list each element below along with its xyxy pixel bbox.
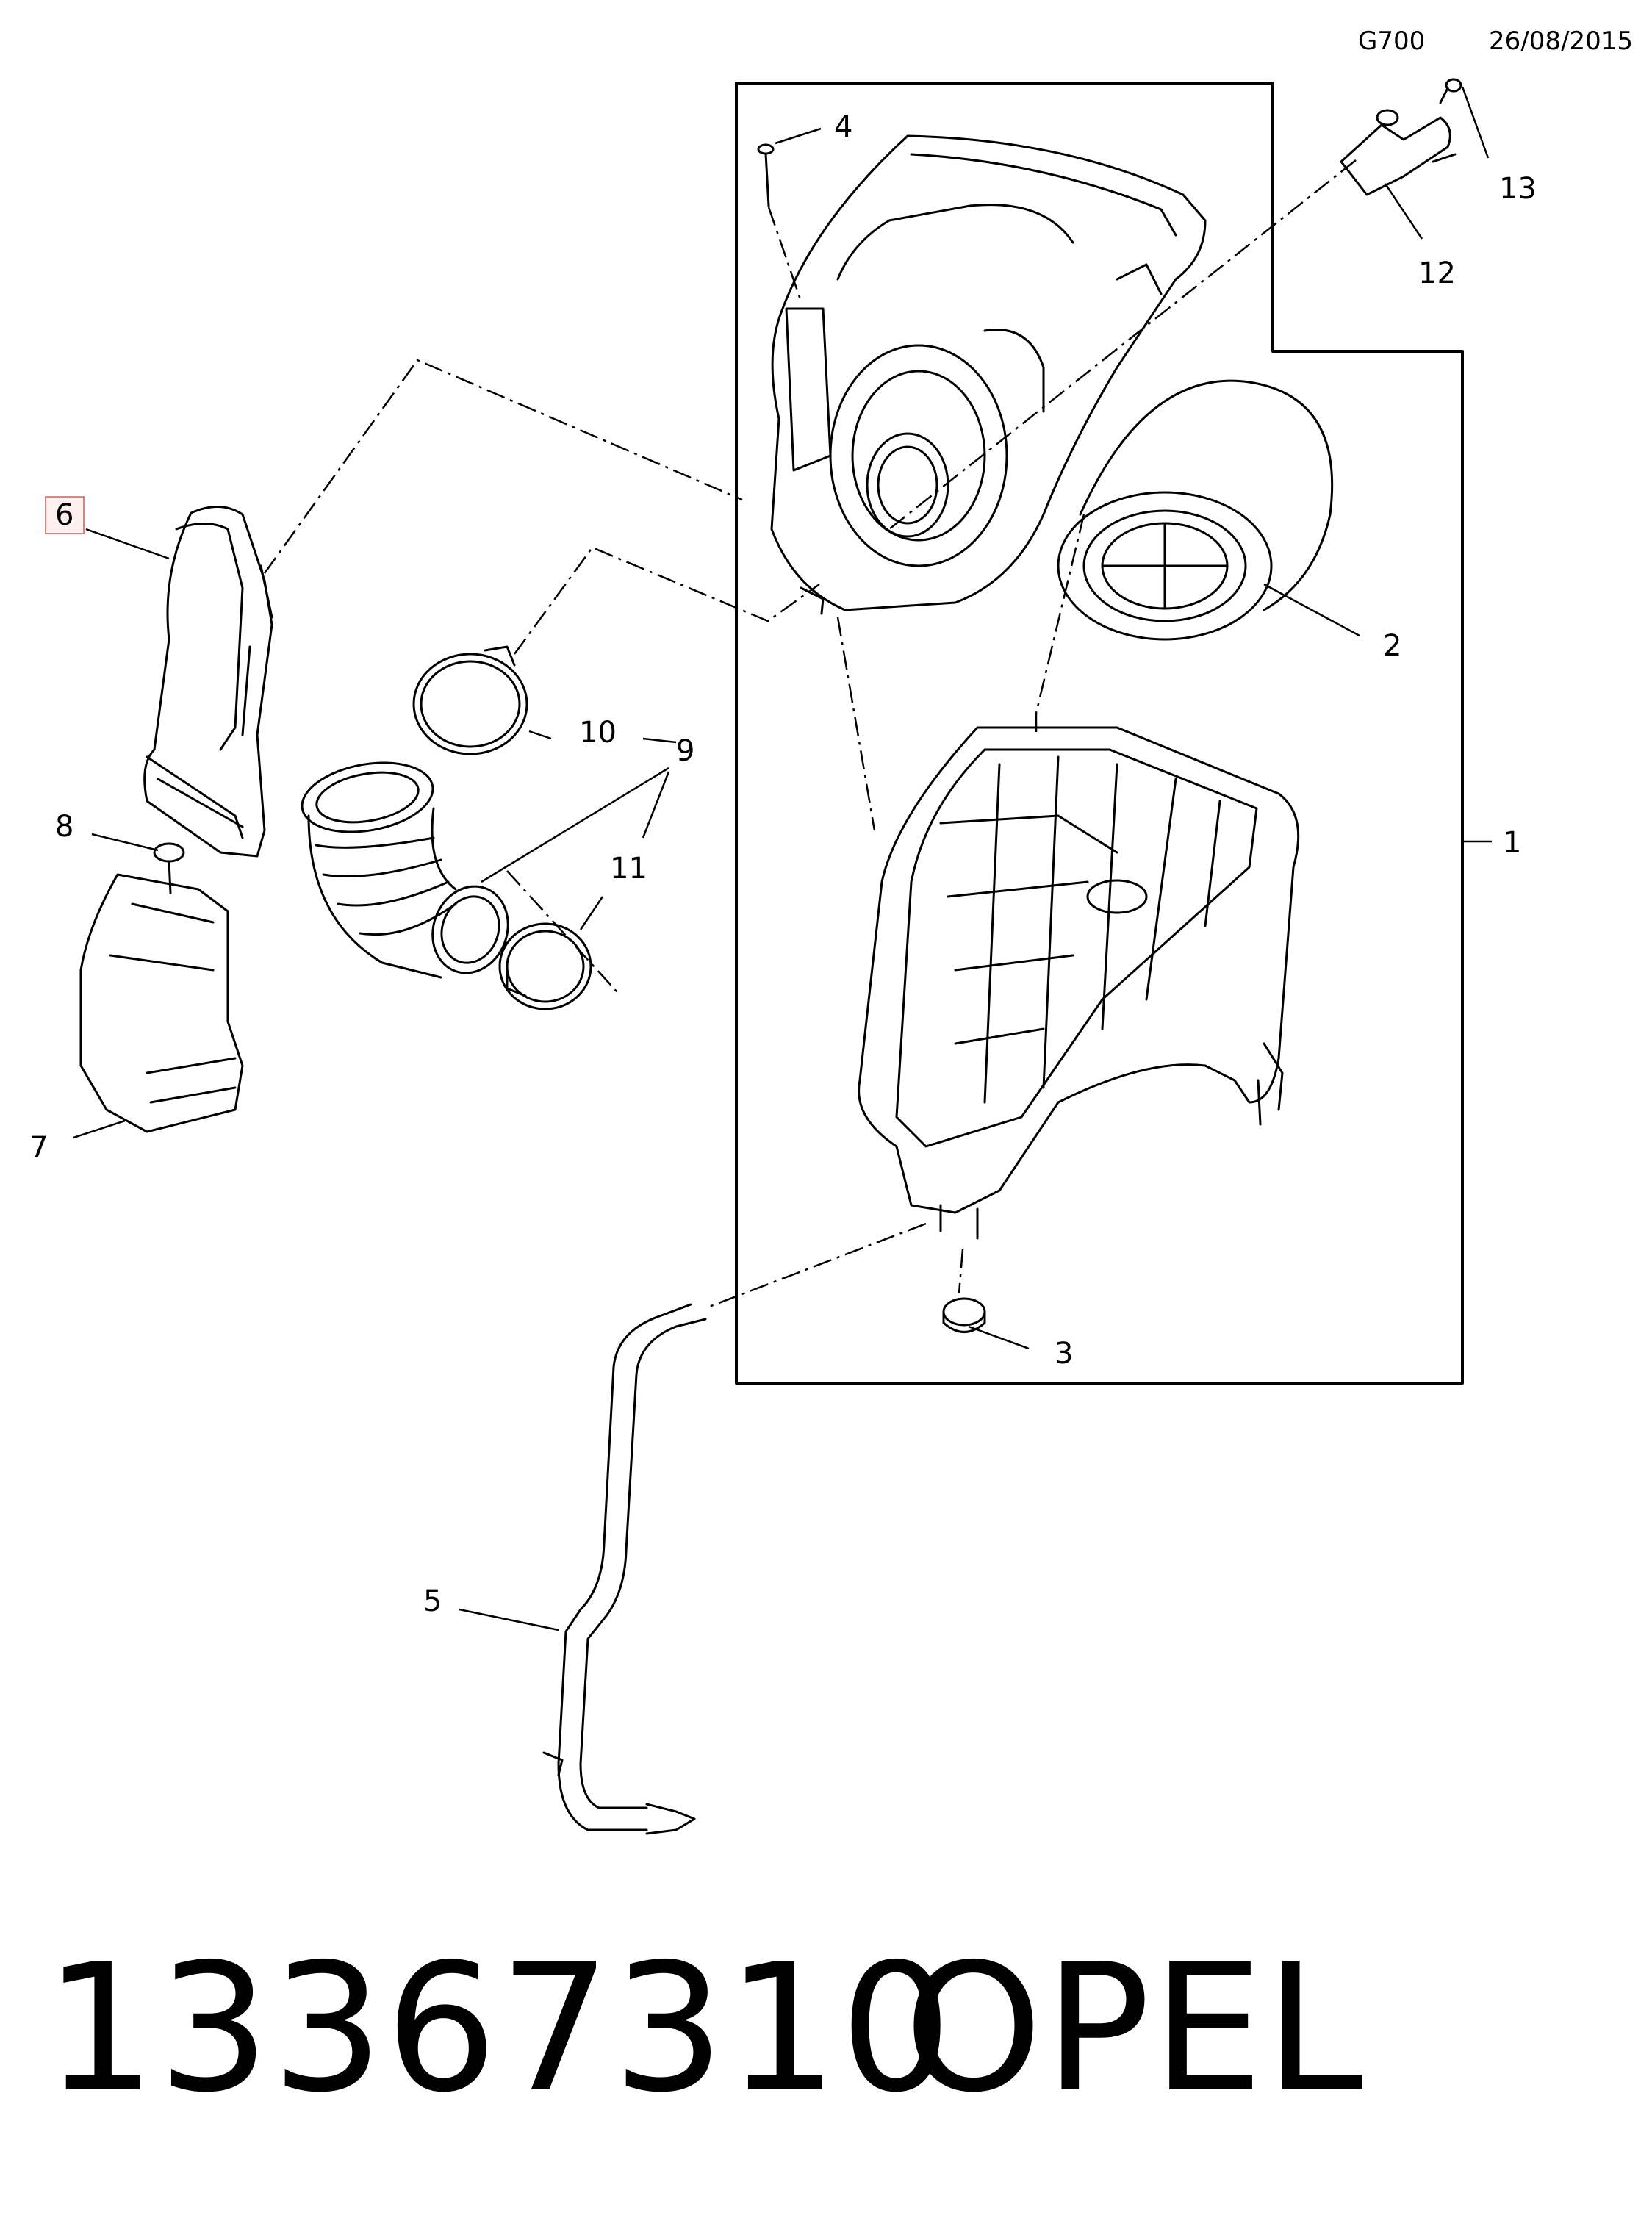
callout-6[interactable]: 6 — [55, 498, 73, 532]
drain-hose — [542, 1303, 707, 1835]
lower-intake-duct — [79, 873, 244, 1133]
grommet — [942, 1297, 986, 1333]
hose-clamp-upper — [412, 645, 528, 755]
inlet-duct — [143, 506, 273, 858]
callout-11[interactable]: 11 — [610, 852, 647, 886]
hose-clamp-lower — [498, 922, 592, 1010]
filter-element — [1057, 379, 1334, 641]
intake-hose — [301, 761, 509, 979]
callout-13[interactable]: 13 — [1499, 172, 1537, 206]
callout-9[interactable]: 9 — [676, 734, 694, 768]
callout-7[interactable]: 7 — [29, 1131, 48, 1165]
callout-3[interactable]: 3 — [1055, 1337, 1073, 1371]
sensor-bolt — [1439, 78, 1462, 104]
callout-10[interactable]: 10 — [579, 716, 617, 750]
leader-lines — [73, 86, 1492, 1631]
callout-12[interactable]: 12 — [1418, 256, 1456, 290]
diagram-date: 26/08/2015 — [1489, 26, 1633, 56]
brand-name: OPEL — [904, 1925, 1365, 2131]
part-number: 13367310 — [44, 1925, 954, 2131]
push-pin — [153, 842, 185, 894]
air-cleaner-lower-housing — [858, 726, 1300, 1240]
callout-4[interactable]: 4 — [834, 110, 852, 144]
air-cleaner-cover — [770, 134, 1207, 615]
callout-2[interactable]: 2 — [1383, 629, 1401, 663]
callout-6-highlight — [45, 496, 85, 534]
diagram-code: G700 — [1358, 26, 1426, 56]
callout-5[interactable]: 5 — [423, 1584, 442, 1618]
mass-air-flow-sensor — [1340, 109, 1457, 196]
assembly-lines — [263, 159, 1357, 1310]
screw — [757, 143, 775, 207]
callout-1[interactable]: 1 — [1503, 826, 1521, 860]
assembly-outline — [735, 82, 1464, 1385]
callout-8[interactable]: 8 — [55, 810, 73, 844]
